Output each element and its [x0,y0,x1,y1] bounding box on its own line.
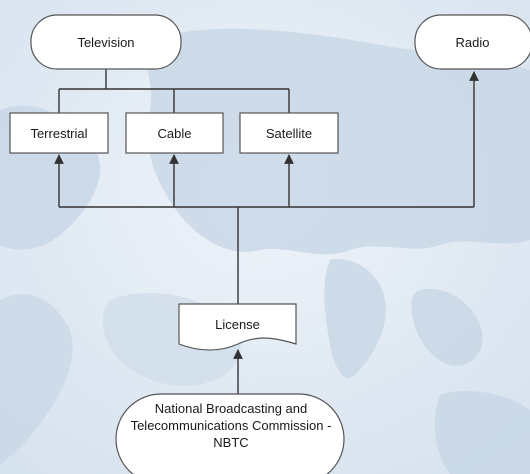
connectors [54,68,479,394]
television-node [30,14,182,70]
terrestrial-node [9,112,109,154]
cable-node [125,112,224,154]
satellite-node [239,112,339,154]
nbtc-node [115,393,345,474]
nodes [9,14,530,474]
license-node [178,303,297,351]
radio-node [414,14,530,70]
